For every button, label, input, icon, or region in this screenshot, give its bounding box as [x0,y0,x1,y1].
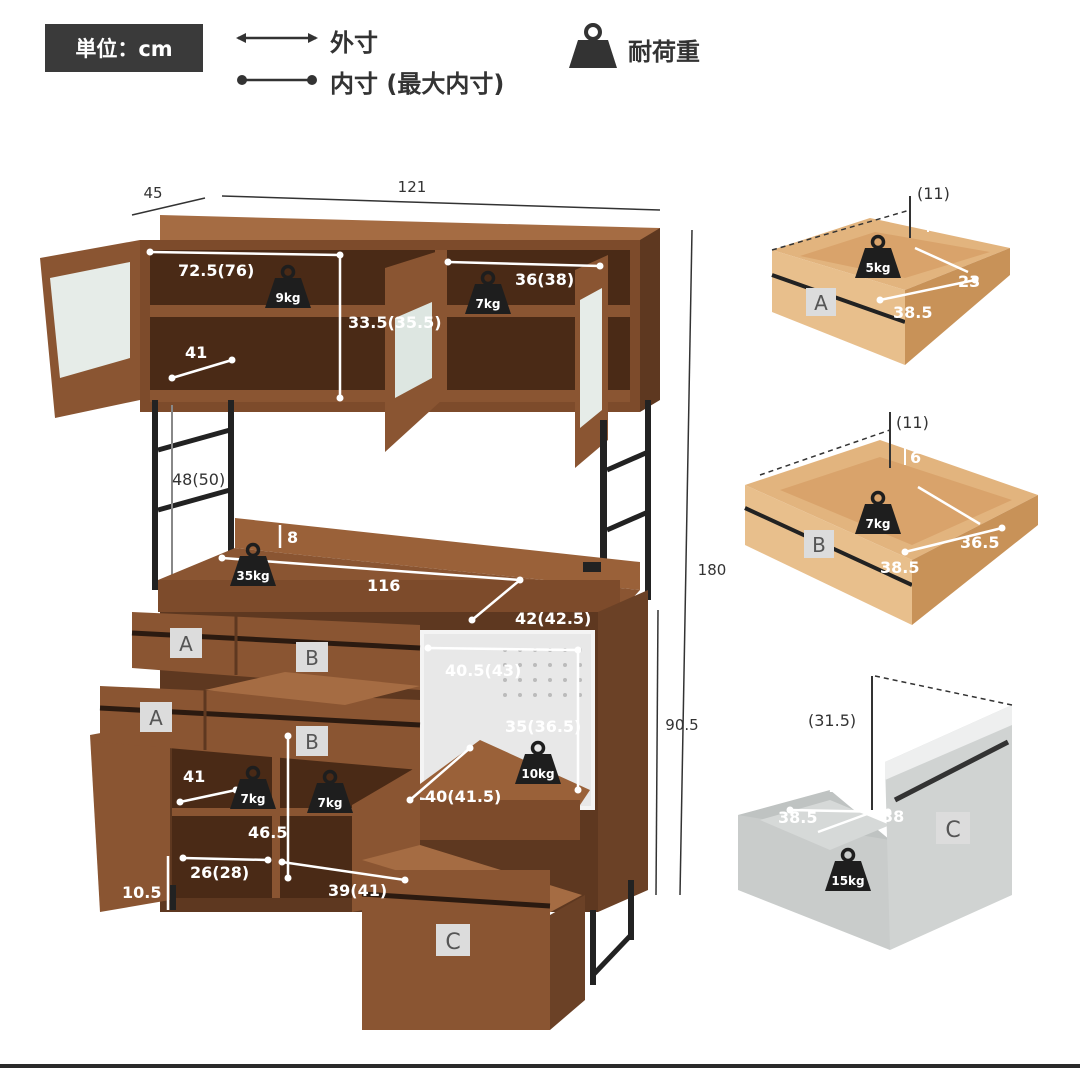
svg-text:7kg: 7kg [241,792,266,806]
label-box-c [436,924,470,956]
drawer-b-label: B [812,533,826,557]
weight-icon-upper-left: 9kg [263,264,313,310]
drawer-b-detail [744,412,1038,625]
label-b-second: B [305,730,319,754]
dim-appliance-height: 35(36.5) [505,717,581,736]
weight-icon-drawer-a: 5kg [853,234,903,280]
dim-lower-height: 90.5 [665,716,698,734]
label-b-top: B [305,646,319,670]
svg-text:7kg: 7kg [866,517,891,531]
legend-icons [236,23,617,85]
svg-text:7kg: 7kg [476,297,501,311]
drawer-a-label: A [814,291,828,315]
weight-icon-upper-right: 7kg [463,270,513,316]
dim-counter-width: 116 [367,576,400,595]
svg-text:7kg: 7kg [318,796,343,810]
drawer-b-total-height: (11) [896,413,929,432]
outer-dimensions [131,195,693,896]
upper-cabinet [140,215,660,412]
inner-dimension-lines [149,250,601,910]
drawer-a-inner-height: 6 [933,216,944,235]
inner-dimension-labels: 72.5(76) 36(38) 33.5(35.5) 41 8 116 42(4… [122,261,591,902]
weight-icon [569,23,617,68]
dim-appliance-width: 40.5(43) [445,661,521,680]
metal-frame [152,400,651,640]
label-box-b-top [296,642,328,672]
dim-lower-left-width: 26(28) [190,863,249,882]
upper-right-glass-door [575,255,608,468]
svg-text:35kg: 35kg [236,569,269,583]
drawer-c-total-height: (31.5) [808,711,856,730]
dim-depth: 45 [143,184,162,202]
unit-badge: 単位：cm [45,24,203,72]
drawer-c-inner-depth: 38 [882,807,904,826]
weight-icon-drawer-b: 7kg [853,490,903,536]
drawer-c-detail [738,675,1013,950]
drawer-c-inner-width: 38.5 [778,808,817,827]
label-box-a-second [140,702,172,732]
dim-lower-shelf-height: 46.5 [248,823,287,842]
label-a-second: A [149,706,163,730]
dim-counter-depth: 42(42.5) [515,609,591,628]
dim-open-space-height: 48(50) [172,470,225,489]
svg-text:5kg: 5kg [866,261,891,275]
inner-dot-line-icon [237,75,317,85]
weight-icon-lower-right: 7kg [305,769,355,815]
svg-text:10kg: 10kg [521,767,554,781]
svg-text:15kg: 15kg [831,874,864,888]
drawer-c-label: C [945,818,960,843]
label-a-top: A [179,632,193,656]
dim-counter-lip: 8 [287,528,298,547]
weight-icon-drawer-c: 15kg [823,847,873,893]
weight-icon-counter: 35kg [228,542,278,588]
dim-lower-right-width: 39(41) [328,881,387,900]
bottom-rule [0,1064,1080,1068]
label-c: C [445,930,460,955]
upper-left-glass-door [40,240,140,418]
drawer-b-inner-width: 38.5 [880,558,919,577]
dim-upper-depth: 41 [185,343,207,362]
label-box-b-second [296,726,328,756]
dim-lower-depth: 41 [183,767,205,786]
drawer-c-inner-height: 13 [828,777,850,796]
dim-leg-height: 10.5 [122,883,161,902]
cabinet-drawer-labels: A B A B C [140,628,470,956]
drawer-a-inner-width: 38.5 [893,303,932,322]
svg-text:9kg: 9kg [276,291,301,305]
weight-icon-slide-shelf: 10kg [513,740,563,786]
outer-dimension-label: 外寸 [330,29,378,57]
drawer-b-inner-height: 6 [910,448,921,467]
dim-slide-depth: 40(41.5) [425,787,501,806]
inner-dimension-dots [146,248,604,884]
load-capacity-label: 耐荷重 [628,38,700,66]
drawer-a-inner-depth: 23 [958,272,980,291]
drawer-b-inner-depth: 36.5 [960,533,999,552]
upper-middle-door [385,250,442,452]
dim-upper-left-width: 72.5(76) [178,261,254,280]
weight-icon-lower-left: 7kg [228,765,278,811]
label-box-a-top [170,628,202,658]
dim-upper-height: 33.5(35.5) [348,313,442,332]
dim-height: 180 [698,561,727,579]
dim-upper-right-width: 36(38) [515,270,574,289]
inner-dimension-label: 内寸 (最大内寸) [330,70,505,98]
drawer-a-total-height: (11) [917,184,950,203]
outer-arrow-icon [236,33,318,43]
drawer-a-detail [771,196,1010,365]
dim-width: 121 [398,178,427,196]
